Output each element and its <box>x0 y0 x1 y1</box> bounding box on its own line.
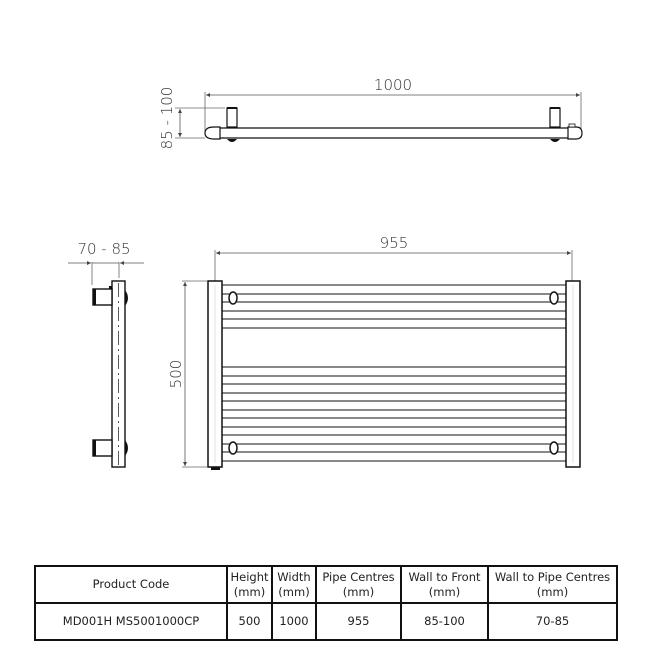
cell-pipe-centres: 955 <box>315 602 402 641</box>
cell-height: 500 <box>226 602 273 641</box>
width-dimension-label: 1000 <box>374 76 412 94</box>
header-wall-to-front: Wall to Front(mm) <box>400 565 489 604</box>
rails <box>222 284 566 462</box>
cell-wall-to-pipe-centres: 70-85 <box>487 602 618 641</box>
height-dimension-label: 500 <box>167 360 185 389</box>
header-product-code: Product Code <box>34 565 228 604</box>
front-view: 955 500 <box>167 234 581 470</box>
depth-dimension-label: 85 - 100 <box>158 87 176 150</box>
side-view: 70 - 85 <box>68 240 144 468</box>
header-pipe-centres: Pipe Centres(mm) <box>315 565 402 604</box>
cell-wall-to-front: 85-100 <box>400 602 489 641</box>
cell-width: 1000 <box>271 602 317 641</box>
bracket-top-left <box>228 291 238 305</box>
bracket-bottom-right <box>549 441 559 455</box>
bracket-top-right <box>549 291 559 305</box>
header-width: Width(mm) <box>271 565 317 604</box>
header-wall-to-pipe-centres: Wall to Pipe Centres(mm) <box>487 565 618 604</box>
table-header-row: Product Code Height(mm) Width(mm) Pipe C… <box>34 565 618 604</box>
bracket-bottom-left <box>228 441 238 455</box>
technical-drawing: 1000 85 - 100 70 - 85 <box>68 76 583 470</box>
cell-product-code: MD001H MS5001000CP <box>34 602 228 641</box>
table-row: MD001H MS5001000CP 500 1000 955 85-100 7… <box>34 602 618 641</box>
header-height: Height(mm) <box>226 565 273 604</box>
top-view: 1000 85 - 100 <box>158 76 583 150</box>
pipe-centres-dimension-label: 955 <box>380 234 409 252</box>
wall-to-pipe-dimension-label: 70 - 85 <box>77 240 130 258</box>
specification-table: Product Code Height(mm) Width(mm) Pipe C… <box>34 565 618 641</box>
